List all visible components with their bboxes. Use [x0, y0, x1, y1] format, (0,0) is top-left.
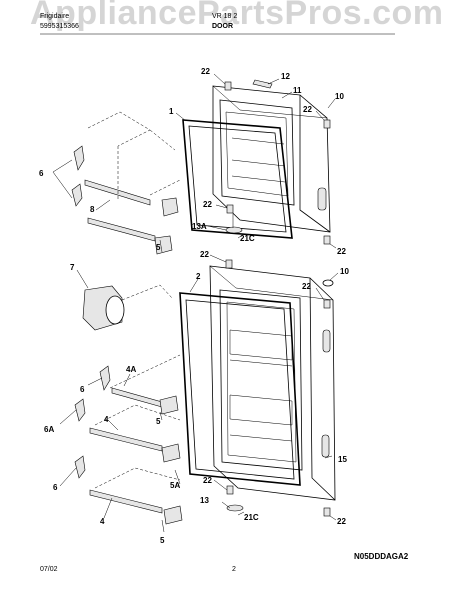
callout-6: 6	[39, 169, 44, 178]
callout-6: 6	[53, 483, 58, 492]
callout-13A: 13A	[192, 222, 207, 231]
fresh-food-door	[179, 265, 336, 501]
callout-labels: 22 12 11 1 10 22 6 8 22 13A 21C 5 22 22 …	[39, 67, 349, 545]
callout-22: 22	[203, 200, 212, 209]
callout-5: 5	[160, 536, 165, 545]
section-title: DOOR	[212, 23, 233, 30]
callout-22: 22	[200, 250, 209, 259]
callout-22: 22	[201, 67, 210, 76]
callout-6: 6	[80, 385, 85, 394]
callout-22: 22	[337, 247, 346, 256]
callout-22: 22	[302, 282, 311, 291]
callout-13: 13	[200, 496, 209, 505]
brand-label: Frigidaire	[40, 13, 70, 20]
freezer-door	[182, 85, 331, 239]
callout-5A: 5A	[170, 481, 180, 490]
callout-7: 7	[70, 263, 75, 272]
callout-10: 10	[335, 92, 344, 101]
callout-8: 8	[90, 205, 95, 214]
callout-21C: 21C	[240, 234, 255, 243]
model-number: VR 18 2	[212, 13, 238, 20]
callout-15: 15	[338, 455, 347, 464]
callout-11: 11	[293, 86, 302, 95]
callout-21C: 21C	[244, 513, 259, 522]
fresh-food-shelf-rails	[74, 354, 183, 525]
watermark: AppliancePartsPros.com	[30, 0, 444, 32]
dairy-compartment-cover	[82, 284, 173, 331]
callout-4: 4	[104, 415, 109, 424]
callout-6A: 6A	[44, 425, 54, 434]
drawing-code: N05DDDAGA2	[354, 552, 409, 561]
callout-22: 22	[203, 476, 212, 485]
callout-10: 10	[340, 267, 349, 276]
page-number: 2	[232, 566, 236, 573]
revision-date: 07/02	[40, 566, 58, 573]
callout-22: 22	[337, 517, 346, 526]
leader-lines	[52, 73, 339, 533]
callout-12: 12	[281, 72, 290, 81]
callout-5: 5	[156, 417, 161, 426]
callout-1: 1	[169, 107, 174, 116]
publication-number: 5995315366	[40, 23, 79, 30]
fresh-food-hinge-parts	[225, 259, 334, 517]
freezer-shelf-rails	[71, 111, 181, 255]
callout-2: 2	[196, 272, 201, 281]
callout-5: 5	[156, 243, 161, 252]
callout-4: 4	[100, 517, 105, 526]
callout-4A: 4A	[126, 365, 136, 374]
callout-22: 22	[303, 105, 312, 114]
